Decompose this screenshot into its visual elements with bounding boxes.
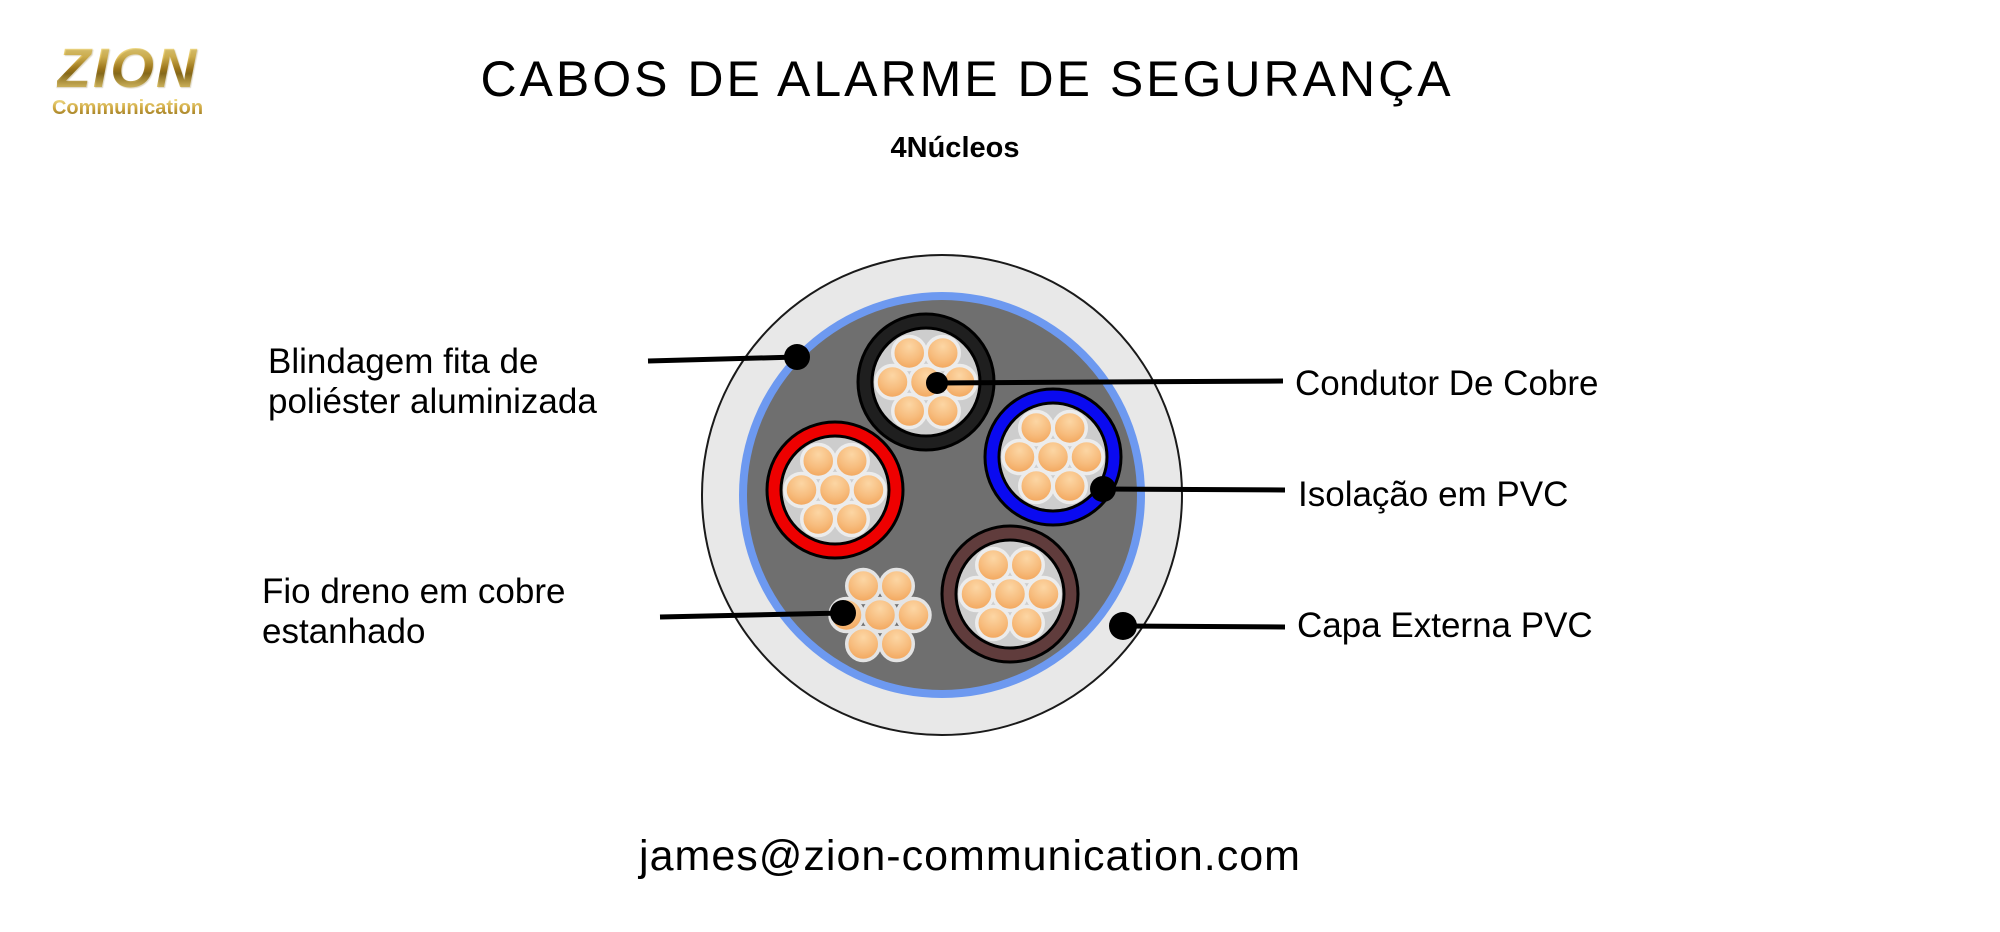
core-brown-strand — [975, 604, 1012, 642]
core-brown-strand — [1008, 604, 1045, 642]
drain-strand — [845, 567, 882, 605]
label-pvc-insulation: Isolação em PVC — [1298, 475, 1569, 514]
leader-line-drain — [659, 610, 844, 620]
drain-strand — [845, 625, 882, 663]
core-black-strand — [874, 363, 911, 401]
drain-strand — [895, 596, 932, 634]
core-red-strand — [800, 442, 837, 480]
core-brown — [940, 524, 1080, 664]
core-red-strand — [783, 471, 820, 509]
core-red-strand — [800, 500, 837, 538]
leader-line-shield — [647, 354, 798, 364]
core-blue — [983, 387, 1123, 527]
core-blue-strand — [1018, 409, 1055, 447]
label-outer-jacket: Capa Externa PVC — [1297, 606, 1593, 645]
core-blue-strand — [1051, 467, 1088, 505]
core-red-strand — [833, 500, 870, 538]
core-red-strand — [850, 471, 887, 509]
drain-strand — [878, 625, 915, 663]
zion-logo: ZION Communication — [40, 36, 215, 119]
core-black-strand — [924, 392, 961, 430]
core-blue-strand — [1018, 467, 1055, 505]
core-black-strand — [924, 334, 961, 372]
label-copper-conductor: Condutor De Cobre — [1295, 364, 1599, 403]
leader-dot-drain — [830, 600, 856, 626]
core-red — [765, 420, 905, 560]
page-subtitle: 4Núcleos — [890, 132, 1020, 164]
label-drain-wire: Fio dreno em cobre estanhado — [262, 572, 565, 652]
contact-email: james@zion-communication.com — [639, 832, 1301, 880]
leader-dot-conductor — [926, 372, 948, 394]
label-drain-wire-line1: Fio dreno em cobre — [262, 572, 566, 611]
core-blue-strand — [1051, 409, 1088, 447]
core-blue-strand — [1001, 438, 1038, 476]
zion-logo-brand: ZION — [56, 36, 199, 99]
label-drain-wire-line2: estanhado — [262, 612, 426, 651]
label-shield-tape-line2: poliéster aluminizada — [268, 382, 597, 421]
leader-dot-shield — [784, 344, 810, 370]
label-shield-tape-line1: Blindagem fita de — [268, 342, 539, 381]
core-black-strand — [891, 334, 928, 372]
core-blue-strand — [1068, 438, 1105, 476]
leader-line-insulation — [1102, 486, 1286, 493]
leader-line-conductor — [936, 378, 1284, 386]
core-brown-strand — [975, 546, 1012, 584]
core-black-strand — [891, 392, 928, 430]
page-title: CABOS DE ALARME DE SEGURANÇA — [480, 51, 1454, 107]
core-red-strand — [833, 442, 870, 480]
core-brown-strand — [1025, 575, 1062, 613]
leader-line-outer-jacket — [1122, 623, 1286, 630]
core-brown-strand — [1008, 546, 1045, 584]
leader-dot-outer-jacket — [1109, 612, 1137, 640]
drain-strand — [878, 567, 915, 605]
leader-dot-insulation — [1090, 476, 1116, 502]
core-brown-strand — [958, 575, 995, 613]
zion-logo-subtitle: Communication — [40, 98, 215, 118]
label-shield-tape: Blindagem fita de poliéster aluminizada — [268, 342, 597, 422]
